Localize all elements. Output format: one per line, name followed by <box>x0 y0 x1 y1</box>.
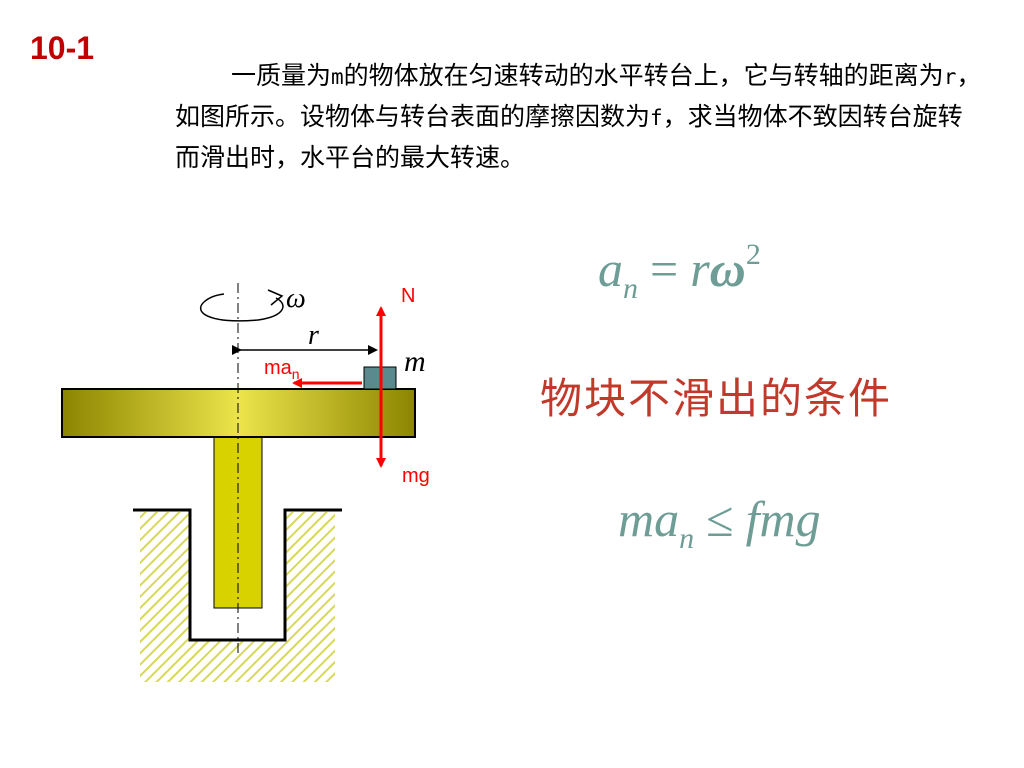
eq1-rhs-exp: 2 <box>745 238 761 271</box>
problem-text-segment: ，如图所示。设物体与转台表面的摩擦因数为 <box>175 61 982 131</box>
centripetal-label-main: ma <box>264 357 293 379</box>
eq2-operator: ≤ <box>706 491 734 547</box>
gravity-force-label: mg <box>402 465 430 487</box>
equation-no-slip-inequality: man ≤fmg <box>618 490 821 556</box>
rotation-arrowhead-icon <box>267 289 284 306</box>
centripetal-force-label: man <box>264 357 300 382</box>
equation-centripetal-acceleration: an =rω2 <box>598 238 761 306</box>
problem-text-segment: 一质量为 <box>231 61 332 90</box>
problem-variable: f <box>650 106 663 130</box>
eq1-operator: = <box>650 241 679 297</box>
eq1-rhs-omega: ω <box>709 241 746 297</box>
problem-number: 10-1 <box>30 30 95 66</box>
problem-variable: m <box>331 65 344 89</box>
problem-variable: r <box>943 65 957 89</box>
mass-label: m <box>404 345 426 378</box>
normal-force-label: N <box>401 285 415 307</box>
no-slip-condition-heading: 物块不滑出的条件 <box>540 374 893 423</box>
turntable-shaft <box>213 436 263 609</box>
problem-statement: 一质量为m的物体放在匀速转动的水平转台上，它与转轴的距离为r，如图所示。设物体与… <box>175 56 985 177</box>
eq1-lhs-var: a <box>598 241 623 297</box>
rotation-arrow-icon <box>199 293 284 322</box>
eq2-lhs-sub: n <box>679 522 695 555</box>
eq1-rhs-var: r <box>690 241 710 297</box>
omega-label: ω <box>286 283 306 314</box>
eq1-lhs-sub: n <box>623 272 638 305</box>
radius-label: r <box>308 320 319 351</box>
problem-text-segment: ，求当物体不致因转台旋转而滑出时，水平台的最大转速。 <box>175 102 963 172</box>
centripetal-label-subscript: n <box>292 366 300 382</box>
ground-outline <box>133 508 342 642</box>
eq2-rhs: fmg <box>745 491 821 547</box>
eq2-lhs-var: ma <box>618 491 680 547</box>
problem-text-segment: 的物体放在匀速转动的水平转台上，它与转轴的距离为 <box>343 61 944 90</box>
